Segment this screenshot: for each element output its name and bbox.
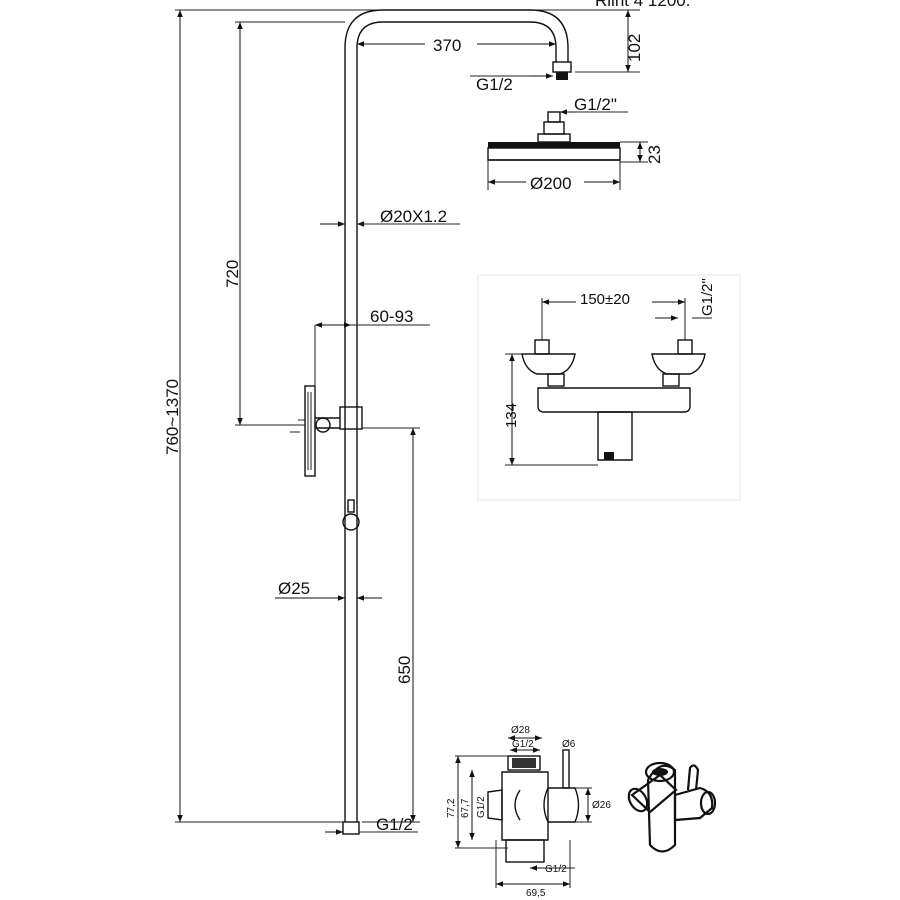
dim-upper-height: 720 [223, 260, 242, 288]
dim-bottom-thread: G1/2 [376, 815, 413, 834]
head-top-plate [488, 142, 620, 148]
dim-arm-thread: G1/2 [476, 75, 513, 94]
shower-column [175, 9, 600, 835]
main-dimensions: 370 102 G1/2 Ø20X1.2 720 760~1370 60-93 [163, 9, 644, 835]
bracket-block [339, 406, 363, 430]
diverter-pin [562, 749, 570, 789]
header-text: Rlint 4 1200. [595, 0, 690, 10]
dim-lower-pipe: Ø25 [278, 579, 310, 598]
dim-diverter-pin: Ø6 [562, 739, 576, 750]
diverter-3d-right-boss [673, 786, 714, 822]
dim-diverter-side-thread: G1/2 [476, 796, 487, 818]
mixer-nut-left [547, 373, 565, 387]
dim-diverter-overall-height: 77,2 [446, 798, 457, 818]
diverter-3d-top [644, 761, 676, 783]
slider-stem [347, 499, 355, 513]
arm-nipple [552, 61, 572, 73]
wall-rosette [304, 385, 316, 477]
diverter-right-boss [543, 787, 580, 823]
diverter-top-nut [507, 755, 541, 771]
mixer-escutcheon-left [521, 353, 576, 375]
dim-arm-height: 102 [625, 34, 644, 62]
shower-head: G1/2" 23 Ø200 [487, 95, 664, 193]
dim-pipe-spec: Ø20X1.2 [380, 207, 447, 226]
mixer-inlet-left [534, 339, 550, 355]
diverter-drawing: Ø28 G1/2 Ø6 Ø26 77,2 67,7 G1/2 G1/2 [446, 725, 611, 899]
mixer-nut-right [662, 373, 680, 387]
head-connector [543, 121, 565, 135]
dim-diverter-bottom-thread: G1/2 [545, 864, 567, 875]
mixer-drawing: 150±20 G1/2" 134 [477, 274, 741, 501]
dim-head-thread: G1/2" [574, 95, 617, 114]
mixer-outlet [597, 411, 633, 461]
dim-head-height: 23 [645, 145, 664, 164]
riser-pipe-inner [356, 21, 384, 822]
head-body [487, 147, 621, 161]
dim-wall-offset: 60-93 [370, 307, 413, 326]
dim-diverter-inner-height: 67,7 [460, 798, 471, 818]
column-bottom-fitting [342, 821, 360, 835]
slider-knob [342, 513, 360, 531]
diverter-left-thread [487, 789, 503, 821]
shower-arm-outer [383, 9, 569, 62]
head-neck [537, 133, 571, 143]
dim-mixer-centers: 150±20 [580, 291, 630, 308]
dim-head-diameter: Ø200 [530, 174, 572, 193]
shower-arm-inner [383, 21, 557, 62]
dim-arm-length: 370 [433, 36, 461, 55]
dim-diverter-top-diameter: Ø28 [511, 725, 530, 736]
arm-nipple-thread [556, 72, 568, 80]
dim-diverter-width: 69,5 [526, 888, 546, 899]
dim-total-height: 760~1370 [163, 379, 182, 455]
dim-diverter-top-thread: G1/2 [512, 739, 534, 750]
mixer-escutcheon-right [651, 353, 706, 375]
dim-diverter-side-diameter: Ø26 [592, 800, 611, 811]
dim-mixer-thread: G1/2" [699, 278, 716, 316]
riser-pipe-outer [344, 9, 384, 822]
bracket-screw [315, 417, 331, 433]
diverter-body [501, 771, 549, 841]
mixer-body [537, 387, 691, 413]
mixer-inlet-right [677, 339, 693, 355]
dim-mixer-height: 134 [503, 403, 520, 428]
diverter-3d-view [627, 761, 717, 853]
head-connector-top [547, 111, 561, 123]
diverter-3d-pin [686, 764, 700, 791]
dim-lower-height: 650 [395, 656, 414, 684]
diverter-bottom-fitting [505, 839, 545, 863]
